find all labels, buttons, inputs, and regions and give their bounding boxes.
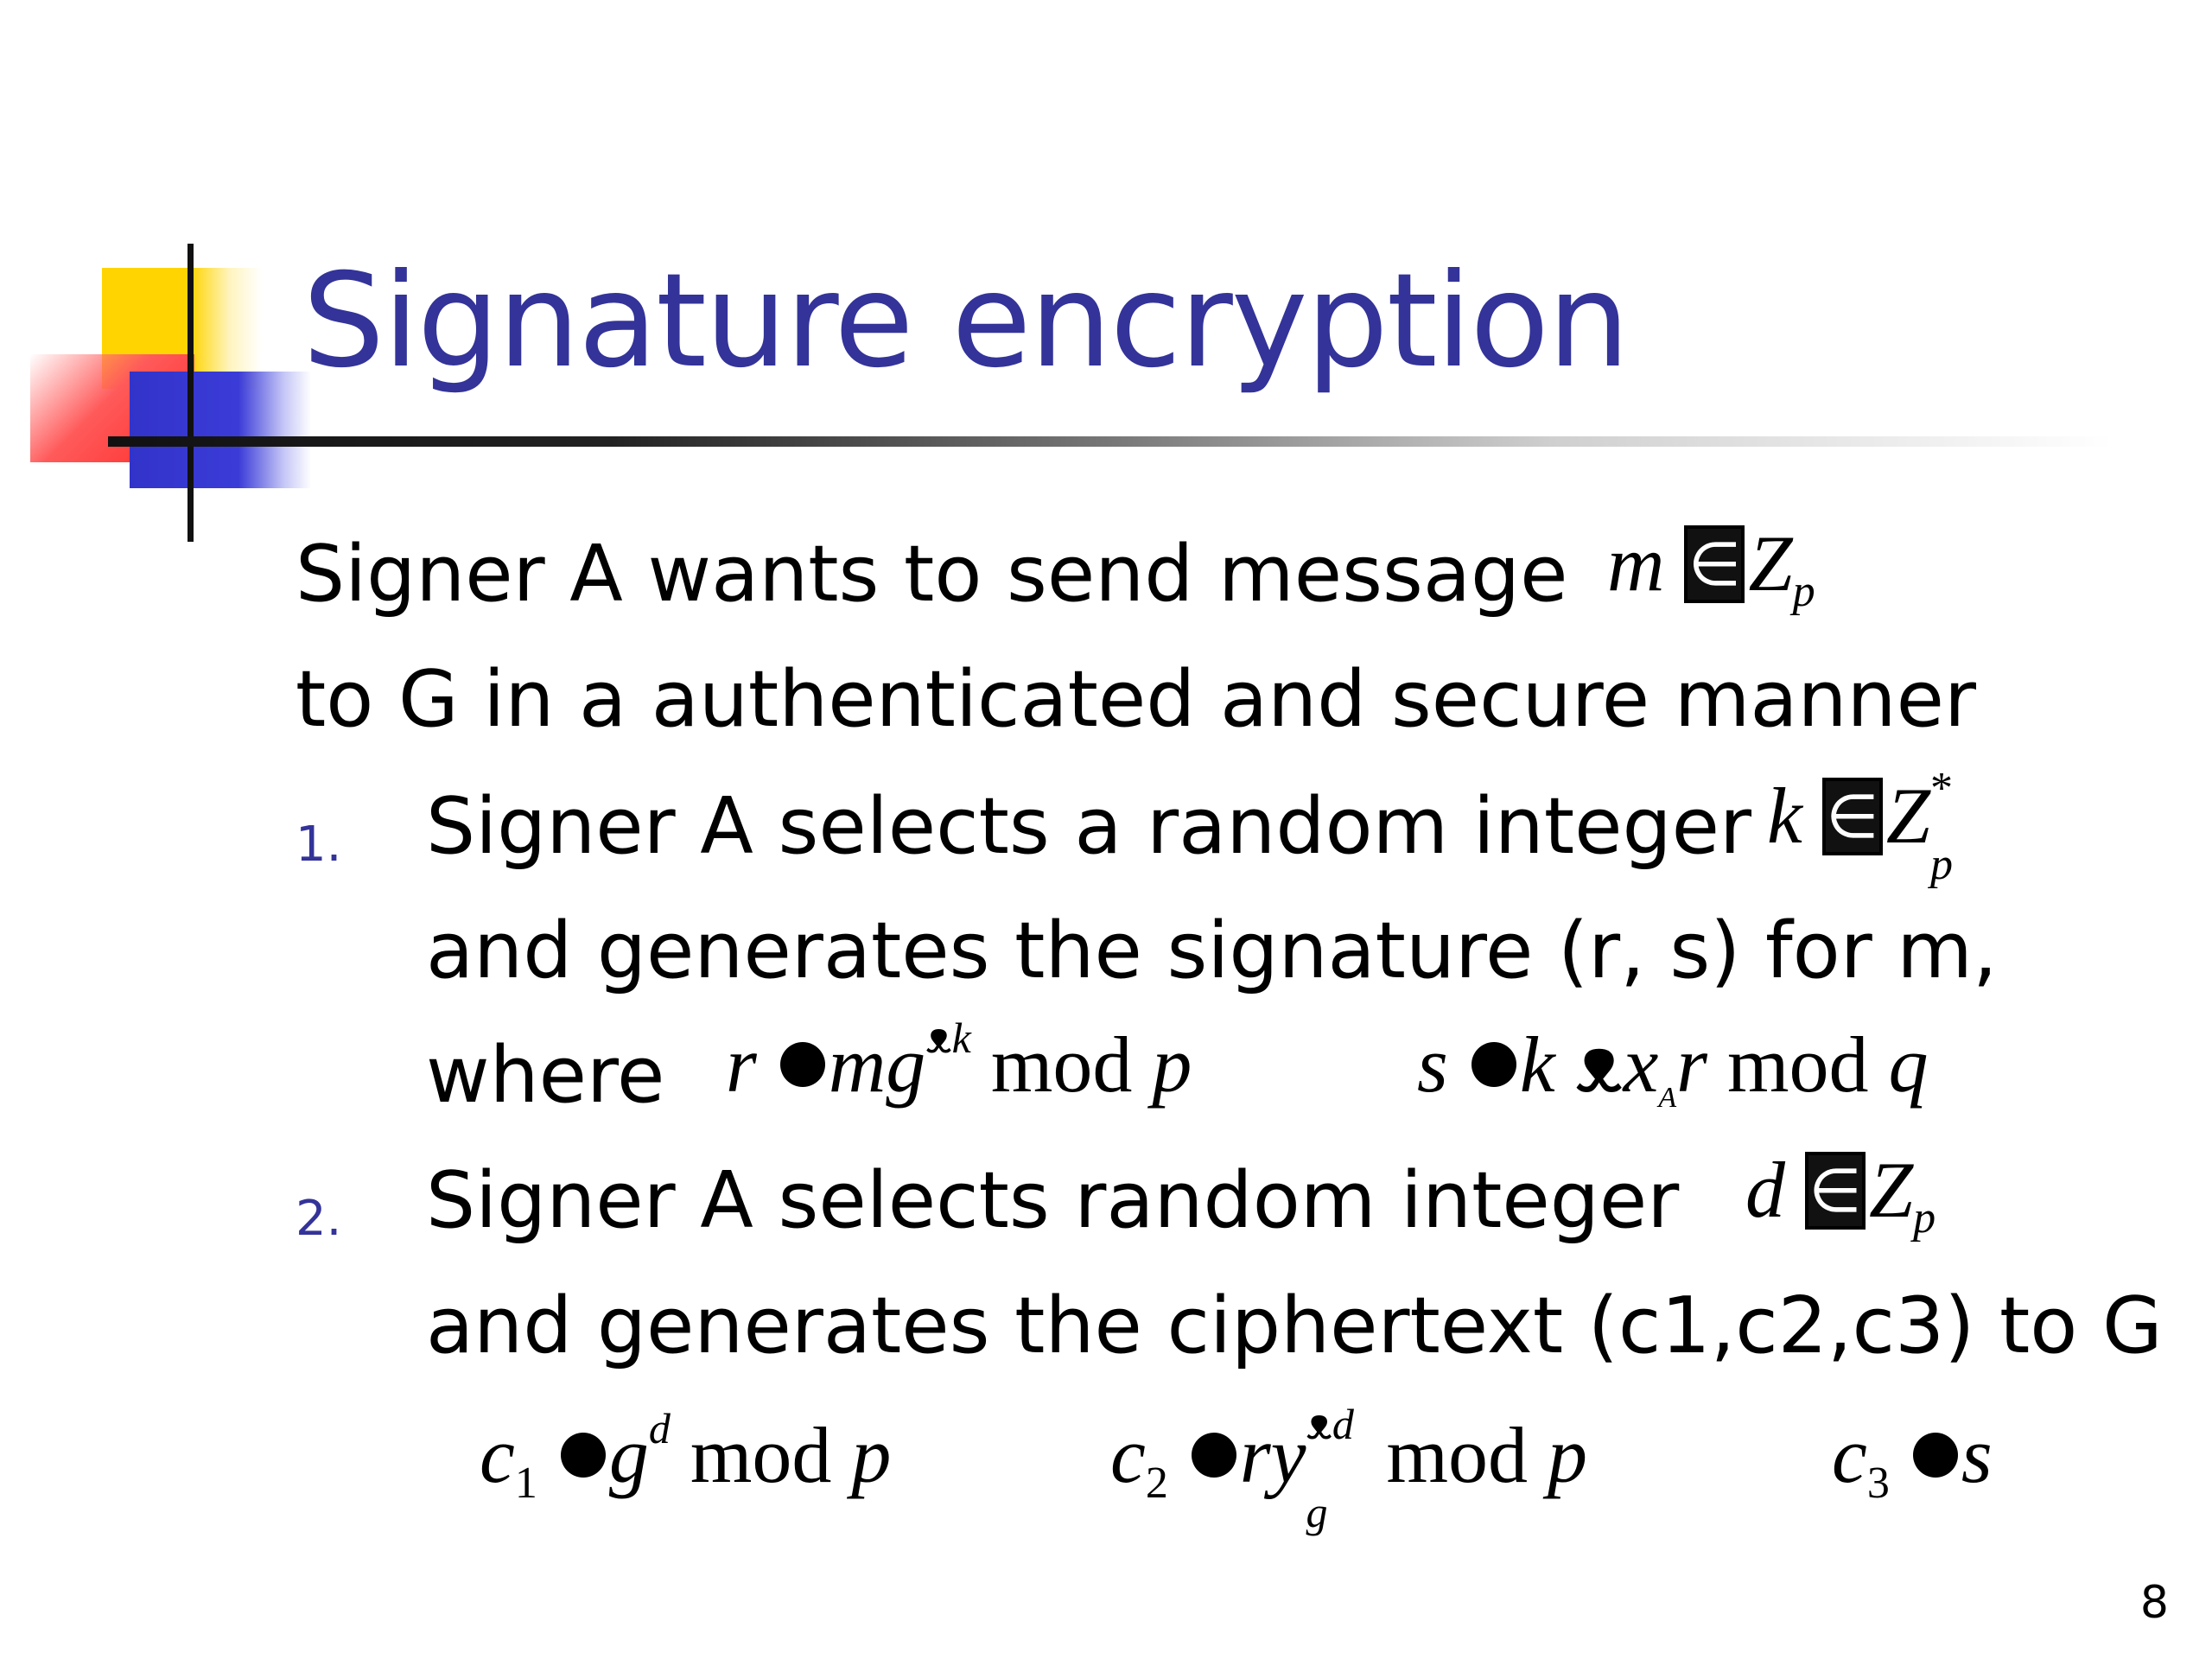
- math-var-p: p: [1152, 1020, 1192, 1109]
- formula-c1: c1 gd mod p: [480, 1404, 892, 1508]
- list-number-1: 1.: [296, 817, 342, 873]
- math-var-r: r: [1676, 1020, 1707, 1109]
- math-sub-p: p: [1930, 840, 1954, 889]
- math-exp-k: k: [951, 1014, 971, 1062]
- item1-line-3: where: [426, 1030, 665, 1121]
- element-of-icon: ∈: [1805, 1152, 1866, 1230]
- math-var-g: g: [608, 1411, 649, 1499]
- math-var-mg: mg: [828, 1020, 926, 1109]
- decor-blue-square: [130, 372, 311, 488]
- formula-m-in-zp: m ∈Zp: [1607, 524, 1815, 614]
- list-number-2: 2.: [296, 1191, 342, 1247]
- formula-c3: c3 s: [1832, 1411, 1993, 1508]
- math-sub-p: p: [1913, 1193, 1936, 1243]
- math-mod: mod: [990, 1020, 1133, 1109]
- formula-k-in-zp-star: k ∈Z* p: [1767, 766, 1965, 887]
- math-var-ry: ry: [1239, 1411, 1306, 1499]
- formula-d-in-zp: d ∈Zp: [1745, 1150, 1936, 1241]
- decor-vertical-line: [188, 244, 194, 542]
- math-var-c: c: [1832, 1411, 1867, 1499]
- filled-circle-icon: [1912, 1432, 1958, 1478]
- math-var-d: d: [1745, 1146, 1785, 1234]
- ribbon-glyph-icon: ᴥ: [1574, 1018, 1624, 1110]
- element-of-icon: ∈: [1684, 525, 1745, 603]
- filled-circle-icon: [779, 1041, 825, 1087]
- formula-r-equals: r mgᴥk mod p: [726, 1016, 1192, 1104]
- element-of-icon: ∈: [1821, 778, 1883, 855]
- filled-circle-icon: [1471, 1041, 1516, 1087]
- ribbon-glyph-icon: ᴥ: [1306, 1399, 1332, 1449]
- math-star: *: [1930, 764, 1954, 813]
- intro-line-2: to G in a authenticated and secure manne…: [296, 654, 1976, 745]
- math-mod: mod: [1386, 1411, 1529, 1499]
- math-sub-g: g: [1306, 1488, 1328, 1536]
- filled-circle-icon: [1191, 1432, 1236, 1478]
- ribbon-glyph-icon: ᴥ: [925, 1013, 952, 1063]
- math-var-s: s: [1961, 1411, 1993, 1499]
- math-var-k: k: [1767, 772, 1802, 860]
- filled-circle-icon: [560, 1432, 606, 1478]
- slide-title: Signature encryption: [302, 246, 1630, 397]
- title-underline: [108, 436, 2113, 447]
- math-var-m: m: [1607, 519, 1665, 607]
- math-var-q: q: [1888, 1020, 1929, 1109]
- math-var-p: p: [851, 1411, 892, 1499]
- intro-line-1: Signer A wants to send message: [296, 529, 1568, 620]
- math-sub-p: p: [1792, 567, 1815, 616]
- math-mod: mod: [1726, 1020, 1869, 1109]
- math-sub-a: A: [1658, 1082, 1677, 1114]
- math-var-r: r: [726, 1020, 757, 1109]
- item2-line-1: Signer A selects random integer: [426, 1155, 1680, 1246]
- page-number: 8: [2139, 1577, 2169, 1629]
- math-var-c: c: [1110, 1411, 1146, 1499]
- math-var-x: x: [1623, 1020, 1659, 1109]
- math-var-k: k: [1519, 1020, 1555, 1109]
- math-var-s: s: [1417, 1020, 1448, 1109]
- math-set-z: Z: [1869, 1146, 1914, 1234]
- math-exp-d: d: [648, 1404, 671, 1452]
- math-var-c: c: [480, 1411, 515, 1499]
- math-set-z: Z: [1748, 519, 1793, 607]
- item1-line-1: Signer A selects a random integer: [426, 781, 1751, 872]
- math-exp-d: d: [1332, 1400, 1354, 1448]
- math-var-p: p: [1548, 1411, 1588, 1499]
- item1-line-2: and generates the signature (r, s) for m…: [426, 906, 1998, 996]
- item2-line-2: and generates the ciphertext (c1,c2,c3) …: [426, 1281, 2163, 1371]
- formula-s-equals: s k ᴥxAr mod q: [1417, 1025, 1929, 1113]
- math-set-z: Z: [1885, 772, 1931, 860]
- math-mod: mod: [690, 1411, 832, 1499]
